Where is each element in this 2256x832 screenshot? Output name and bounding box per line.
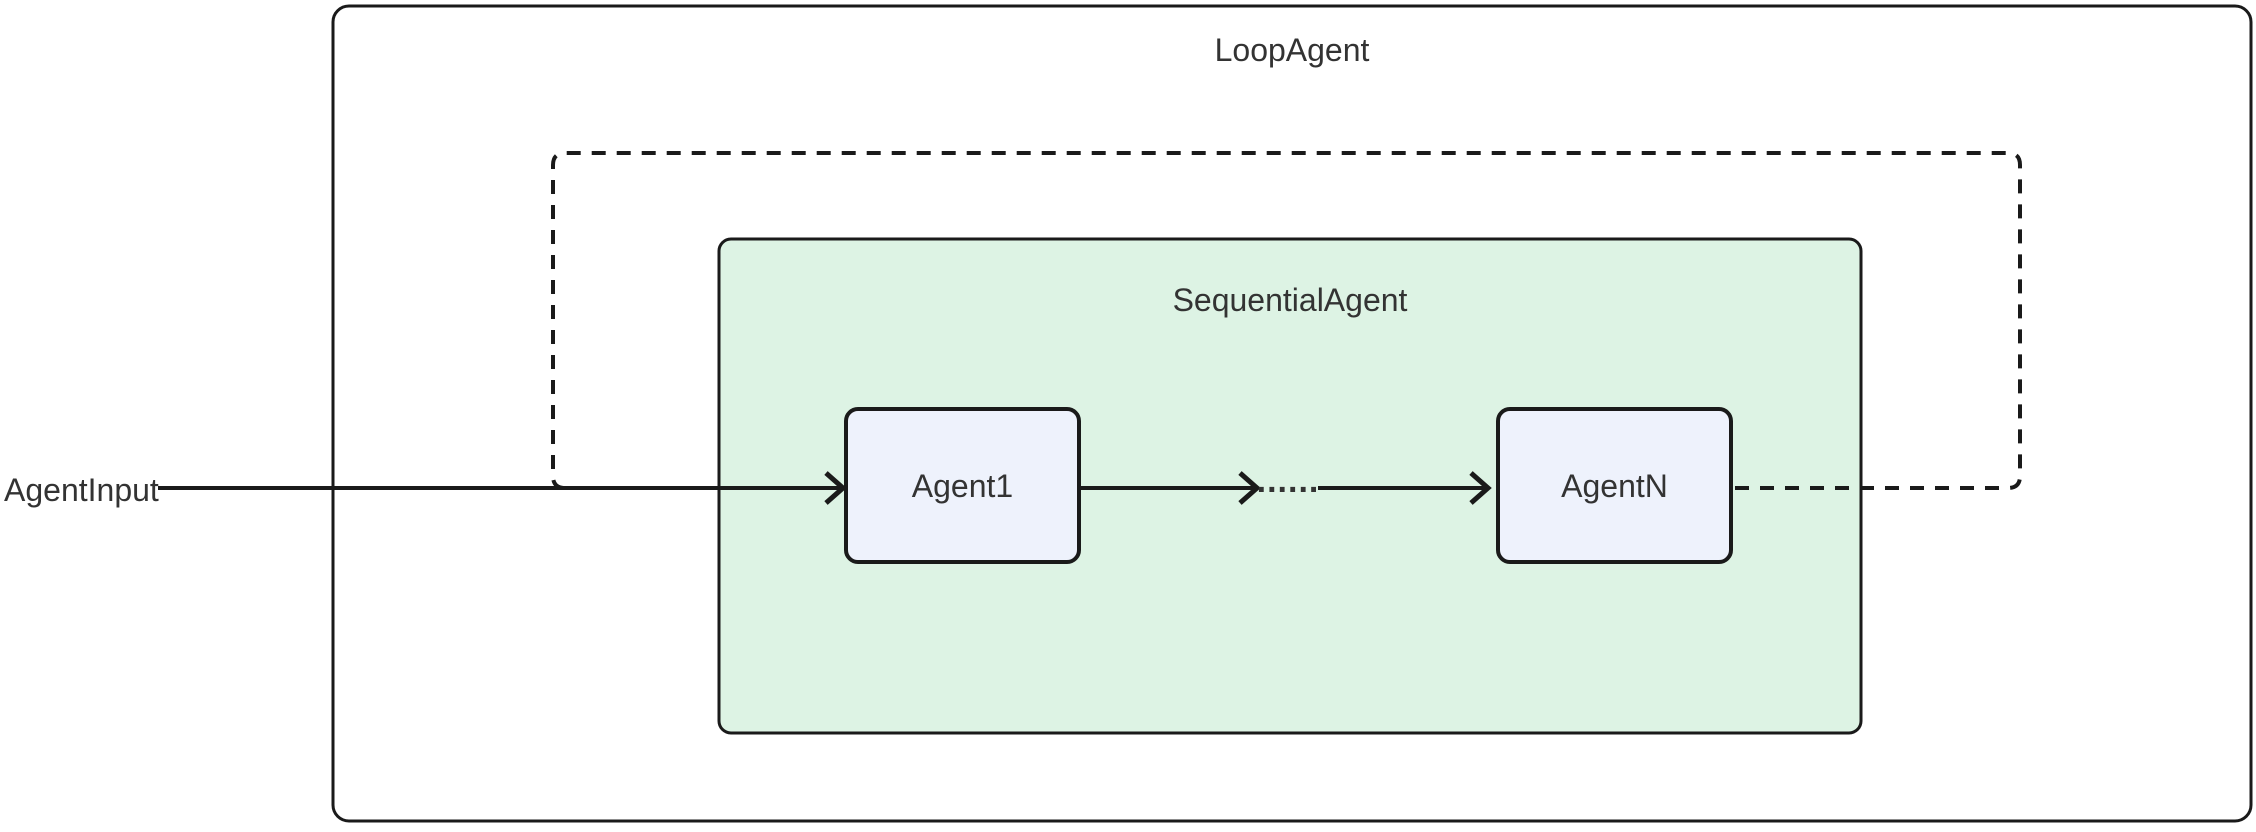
loop-agent-title: LoopAgent <box>1214 32 1370 68</box>
loop-back-dashed-edge <box>551 151 2022 490</box>
arrowhead-into-agentn <box>1469 471 1492 505</box>
ellipsis-label: ...... <box>1256 462 1320 500</box>
node-agent1-label: Agent1 <box>911 467 1014 504</box>
arrowhead-into-dots <box>1238 471 1261 505</box>
node-agent1 <box>844 407 1081 564</box>
node-agentn-label: AgentN <box>1561 467 1668 504</box>
node-agentn <box>1496 407 1733 564</box>
sequential-agent-title: SequentialAgent <box>1172 282 1408 318</box>
arrowhead-into-agent1 <box>824 471 847 505</box>
agent-input-label: AgentInput <box>4 472 159 508</box>
